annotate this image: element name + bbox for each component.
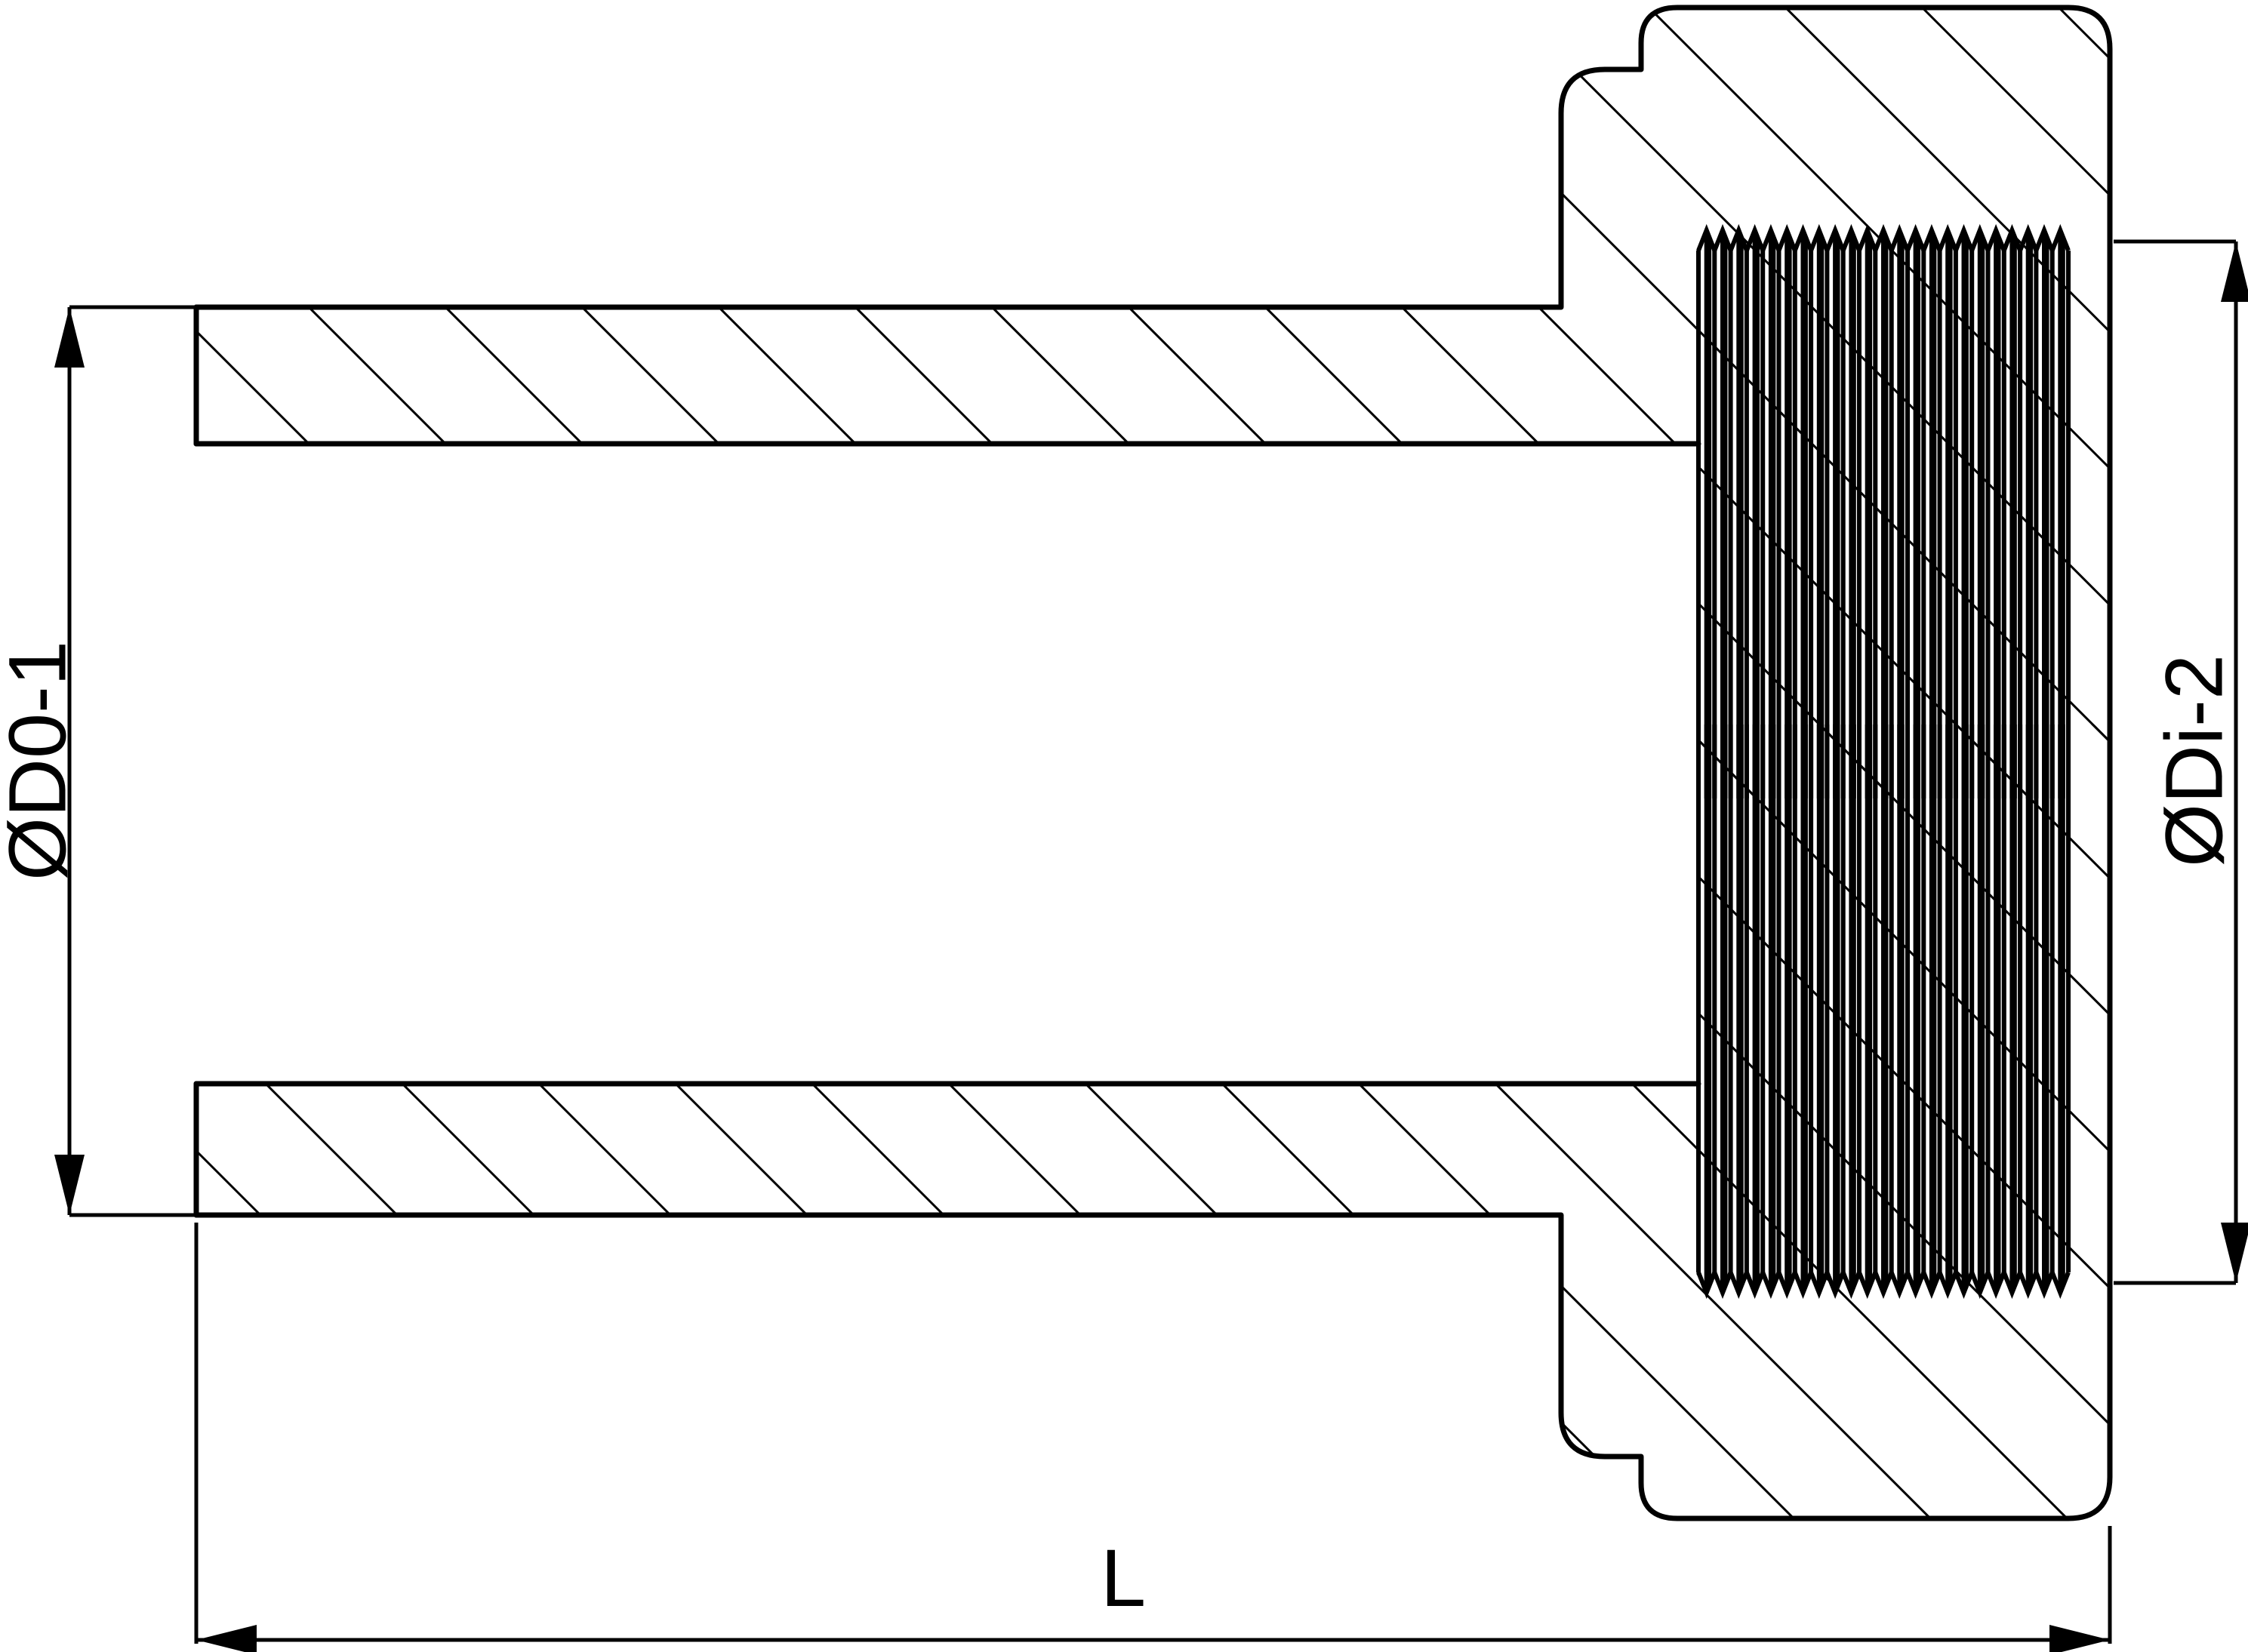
arrow-up-di-2 [2221, 241, 2248, 302]
dimension-label-d0-1: ØD0-1 [0, 641, 83, 881]
lower-outer-profile [193, 721, 2113, 1521]
upper-wall-section [193, 5, 2113, 801]
upper-outer-profile [193, 5, 2113, 801]
dimension-outer-diameter-left: ØD0-1 [0, 305, 202, 1217]
arrow-down-di-2 [2221, 1223, 2248, 1283]
dimension-overall-length: L [194, 1223, 2112, 1652]
internal-thread-upper [1696, 223, 2071, 801]
internal-thread-lower [1696, 722, 2071, 1300]
arrow-right-L [2049, 1625, 2110, 1652]
dimension-label-L: L [1101, 1532, 1146, 1623]
arrow-left-L [196, 1625, 257, 1652]
dimension-label-di-2: ØDi-2 [2148, 654, 2240, 867]
arrow-up-d0-1 [54, 307, 85, 368]
lower-wall-section [193, 721, 2113, 1521]
dimension-inner-diameter-right: ØDi-2 [2114, 239, 2248, 1285]
arrow-down-d0-1 [54, 1155, 85, 1215]
